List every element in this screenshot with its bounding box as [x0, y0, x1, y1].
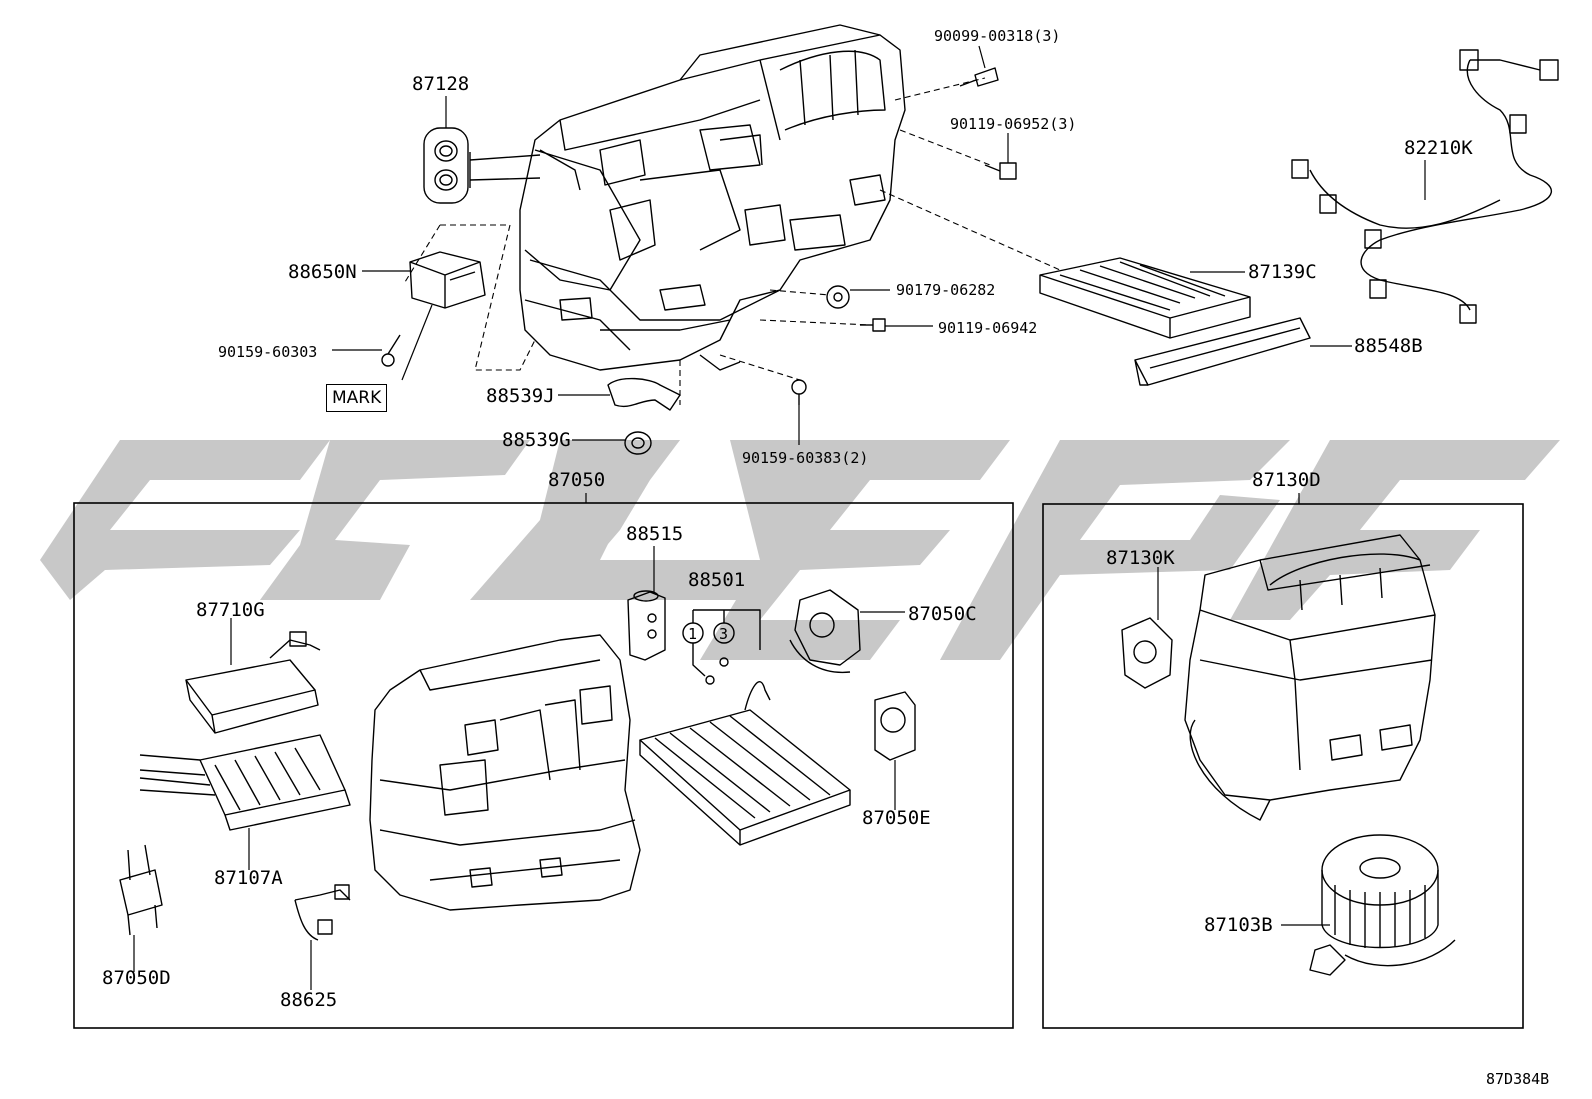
- label-88548B[interactable]: 88548B: [1354, 335, 1423, 357]
- label-87107A[interactable]: 87107A: [214, 867, 283, 889]
- label-90099-00318[interactable]: 90099-00318(3): [934, 27, 1061, 45]
- label-87128[interactable]: 87128: [412, 73, 470, 95]
- label-87130D[interactable]: 87130D: [1252, 469, 1321, 491]
- label-87103B[interactable]: 87103B: [1204, 914, 1273, 936]
- hvac-unit-top: [469, 24, 906, 371]
- watermark-logo: [40, 440, 1560, 660]
- heater-87710G: [185, 631, 321, 734]
- label-87050E[interactable]: 87050E: [862, 807, 931, 829]
- mark-label-box: MARK: [326, 384, 388, 412]
- grommet-87128: [423, 127, 469, 204]
- screw-90159-60303: [381, 334, 401, 367]
- label-87139C[interactable]: 87139C: [1248, 261, 1317, 283]
- label-90159-60303[interactable]: 90159-60303: [218, 343, 318, 361]
- label-88539G[interactable]: 88539G: [502, 429, 571, 451]
- label-87050C[interactable]: 87050C: [908, 603, 977, 625]
- label-88501[interactable]: 88501: [688, 569, 746, 591]
- bolt-90119-06952: [984, 162, 1017, 180]
- nut-90179-06282: [826, 285, 850, 309]
- filter-87139C: [1039, 257, 1251, 339]
- label-90179-06282[interactable]: 90179-06282: [896, 281, 996, 299]
- diagram-code: 87D384B: [1486, 1070, 1550, 1088]
- o-rings-88501: [682, 609, 761, 685]
- label-87130K[interactable]: 87130K: [1106, 547, 1175, 569]
- label-82210K[interactable]: 82210K: [1404, 137, 1473, 159]
- label-90119-06942[interactable]: 90119-06942: [938, 319, 1038, 337]
- servo-motor-87130K: [1121, 617, 1173, 689]
- blower-motor-87103B: [1309, 834, 1456, 976]
- label-87710G[interactable]: 87710G: [196, 599, 265, 621]
- bolt-90119-06942: [860, 318, 886, 332]
- evaporator-unit-87050: [369, 634, 641, 911]
- hose-88539J: [607, 377, 681, 411]
- label-87050[interactable]: 87050: [548, 469, 606, 491]
- label-88515[interactable]: 88515: [626, 523, 684, 545]
- dashed-leaders: [404, 77, 1061, 405]
- screw-90159-60383: [791, 379, 807, 405]
- label-90119-06952[interactable]: 90119-06952(3): [950, 115, 1077, 133]
- label-87050D[interactable]: 87050D: [102, 967, 171, 989]
- label-88539J[interactable]: 88539J: [486, 385, 555, 407]
- label-88650N[interactable]: 88650N: [288, 261, 357, 283]
- assembly-87130D-box: [1042, 503, 1524, 1029]
- sensor-88625: [294, 884, 351, 941]
- cover-88548B: [1134, 317, 1311, 386]
- servo-motor-87050E: [874, 691, 916, 761]
- blower-unit-87130D: [1184, 534, 1436, 821]
- screw-90099-00318: [959, 67, 999, 87]
- actuator-87050D: [119, 844, 163, 936]
- servo-motor-87050C: [789, 589, 861, 674]
- callout-3: 3: [719, 625, 729, 643]
- label-90159-60383[interactable]: 90159-60383(2): [742, 449, 869, 467]
- amplifier-88650N: [409, 251, 486, 309]
- callout-1: 1: [688, 625, 698, 643]
- label-88625[interactable]: 88625: [280, 989, 338, 1011]
- leader-lines: [133, 45, 1426, 990]
- expansion-valve-88515: [627, 590, 666, 661]
- ring-88539G: [624, 431, 652, 455]
- harness-82210K: [1291, 49, 1559, 324]
- assembly-87050-box: [73, 502, 1014, 1029]
- heater-core-87107A: [139, 734, 351, 831]
- evaporator-core: [639, 681, 851, 846]
